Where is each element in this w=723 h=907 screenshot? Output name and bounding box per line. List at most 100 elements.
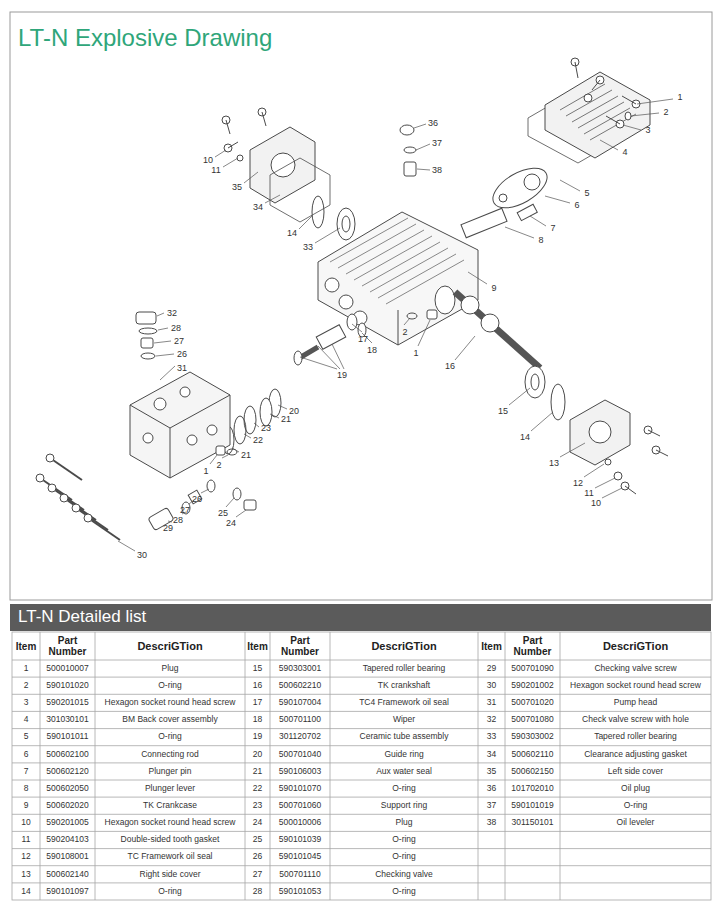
table-cell: 590201002	[505, 677, 560, 694]
part-outline	[622, 96, 636, 104]
callout-number: 23	[256, 422, 276, 434]
table-cell: 16	[245, 677, 270, 694]
cover-bore	[271, 153, 295, 177]
crankcase-edge	[398, 310, 399, 345]
part-outline	[76, 508, 108, 530]
table-cell: 23	[245, 797, 270, 814]
callout-number: 6	[567, 199, 587, 211]
table-cell: 33	[478, 729, 505, 746]
callout-number: 10	[198, 154, 218, 166]
left-cover	[250, 127, 315, 203]
table-cell: Wiper	[330, 711, 478, 728]
callout-number: 10	[586, 497, 606, 509]
o-ring	[141, 353, 155, 359]
check-valve	[141, 338, 153, 348]
table-cell: 20	[245, 746, 270, 763]
part-outline	[625, 112, 631, 120]
bolts	[571, 58, 640, 128]
callout-number: 26	[172, 348, 192, 360]
table-cell: 500701090	[505, 660, 560, 677]
callout-number: 33	[298, 241, 318, 253]
callout-number: 1	[196, 465, 216, 477]
o-ring	[234, 416, 246, 444]
callout-number: 16	[440, 360, 460, 372]
cylinder-bore	[325, 278, 339, 292]
table-header: Part Number	[270, 632, 330, 660]
callout-number: 7	[543, 222, 563, 234]
bolts	[605, 426, 668, 494]
table-cell: 301120702	[270, 729, 330, 746]
table-cell: 500602100	[40, 746, 95, 763]
table-cell: 500701020	[505, 694, 560, 711]
table-cell: 15	[245, 660, 270, 677]
part-outline	[262, 112, 266, 126]
table-cell: 301150101	[505, 814, 560, 831]
table-header: Item	[12, 632, 40, 660]
table-cell: Connecting rod	[95, 746, 245, 763]
table-cell: TC Framework oil seal	[95, 849, 245, 866]
part-outline	[614, 472, 622, 480]
table-cell: 30	[478, 677, 505, 694]
table-cell: O-ring	[95, 883, 245, 900]
table-cell: Double-sided tooth gasket	[95, 831, 245, 848]
callout-number: 26	[187, 493, 207, 505]
pump-head	[130, 372, 230, 478]
callout-number: 27	[169, 335, 189, 347]
callout-number: 38	[427, 164, 447, 176]
callout-number: 17	[353, 333, 373, 345]
o-ring	[407, 313, 417, 319]
frame	[10, 12, 712, 600]
table-grid	[12, 632, 711, 900]
table-cell: 22	[245, 780, 270, 797]
callout-number: 1	[670, 91, 690, 103]
table-cell: Plunger lever	[95, 780, 245, 797]
table-cell: 4	[12, 711, 40, 728]
part-outline	[656, 450, 668, 456]
table-cell: 500602150	[505, 763, 560, 780]
port	[143, 433, 153, 443]
port	[207, 425, 217, 435]
water-seal	[260, 398, 272, 426]
oil-seal	[347, 314, 357, 330]
table-cell: 500701080	[505, 711, 560, 728]
table-cell: 500701060	[270, 797, 330, 814]
callout-number: 24	[221, 517, 241, 529]
table-cell: Tapered roller bearing	[330, 660, 478, 677]
plunger-pin	[517, 204, 537, 220]
callout-number: 11	[206, 164, 226, 176]
table-cell: Checking valve	[330, 866, 478, 883]
o-ring	[551, 384, 565, 420]
header-band: LT-N Detailed list	[10, 604, 711, 631]
table-border	[12, 632, 711, 900]
table-cell: O-ring	[95, 677, 245, 694]
table-cell: TK Crankcase	[95, 797, 245, 814]
part-outline	[575, 62, 578, 78]
table-cell: Checking valve screw	[560, 660, 711, 677]
table-cell: Plunger pin	[95, 763, 245, 780]
callout-number: 37	[427, 137, 447, 149]
part-outline	[584, 94, 592, 102]
callout-number: 25	[213, 507, 233, 519]
table-header: DescriGTion	[95, 632, 245, 660]
table-cell: 500602120	[40, 763, 95, 780]
ceramic-tube	[316, 325, 346, 350]
table-header: Part Number	[40, 632, 95, 660]
table-cell: 9	[12, 797, 40, 814]
part-outline	[648, 430, 660, 436]
part-outline	[625, 486, 636, 494]
part-outline	[88, 518, 120, 540]
o-ring	[207, 480, 215, 492]
table-cell: 500010007	[40, 660, 95, 677]
callout-number: 35	[227, 181, 247, 193]
table-cell: O-ring	[330, 831, 478, 848]
table-cell: 27	[245, 866, 270, 883]
callout-number: 9	[484, 282, 504, 294]
callout-number: 14	[282, 227, 302, 239]
table-cell: 590101045	[270, 849, 330, 866]
table-cell: Ceramic tube assembly	[330, 729, 478, 746]
connecting-rod	[487, 160, 554, 216]
table-cell: 590101097	[40, 883, 95, 900]
o-ring	[312, 196, 324, 228]
part-outline	[226, 120, 230, 134]
table-cell: Hexagon socket round head screw	[95, 694, 245, 711]
